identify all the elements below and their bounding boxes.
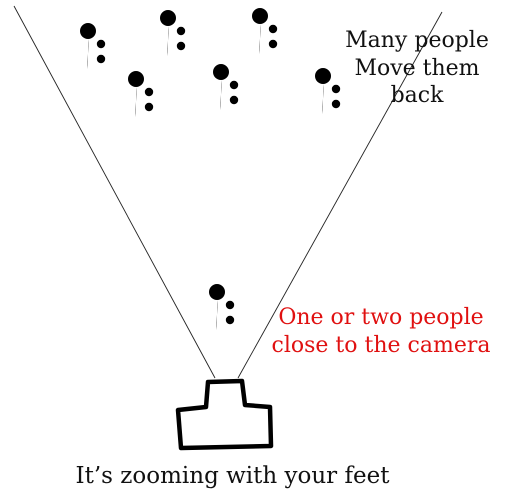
stick-figure-icon bbox=[160, 10, 185, 73]
stick-figure-icon bbox=[252, 8, 277, 71]
field-of-view-left-line bbox=[14, 6, 215, 378]
crowd-label-line-1: Many people bbox=[336, 27, 498, 55]
near-label-line-2: close to the camera bbox=[270, 332, 492, 360]
near-label: One or two people close to the camera bbox=[270, 304, 492, 359]
stick-figure-icon bbox=[80, 23, 105, 86]
crowd-label-line-2: Move them bbox=[336, 55, 498, 83]
stick-figure-icon bbox=[213, 64, 238, 127]
caption: It’s zooming with your feet bbox=[50, 462, 415, 491]
crowd-label-line-3: back bbox=[336, 82, 498, 110]
near-person-icon bbox=[209, 284, 234, 347]
crowd-label: Many people Move them back bbox=[336, 27, 498, 110]
stick-figure-icon bbox=[128, 71, 153, 134]
crowd-group bbox=[80, 8, 340, 134]
near-label-line-1: One or two people bbox=[270, 304, 492, 332]
camera-icon bbox=[178, 381, 271, 448]
